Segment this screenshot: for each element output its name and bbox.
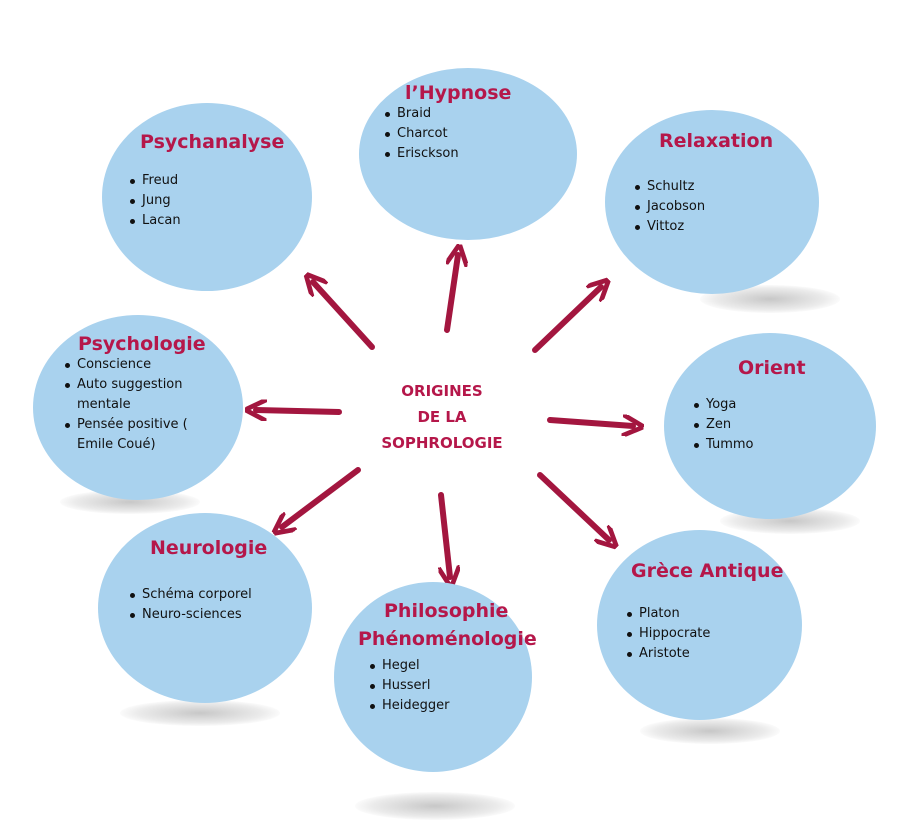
node-list: Braid Charcot Erisckson — [383, 104, 459, 164]
arrow-icon — [537, 472, 609, 540]
node-title: Philosophie — [384, 600, 509, 622]
node-neurologie: Neurologie Schéma corporel Neuro-science… — [98, 513, 312, 703]
list-item: Yoga — [692, 395, 754, 415]
list-item: Neuro-sciences — [128, 605, 252, 625]
node-title: Phénoménologie — [358, 628, 537, 650]
arrow-icon — [282, 467, 361, 527]
center-title-line: SOPHROLOGIE — [381, 434, 503, 452]
arrow-icon — [438, 492, 450, 577]
node-title: Grèce Antique — [631, 560, 784, 582]
arrow-icon — [547, 420, 633, 426]
node-title: Relaxation — [659, 130, 774, 152]
node-title: Neurologie — [150, 537, 268, 559]
list-item: Freud — [128, 171, 181, 191]
list-item: Auto suggestion mentale — [63, 375, 213, 415]
node-psychanalyse: Psychanalyse Freud Jung Lacan — [102, 103, 312, 291]
node-psychologie: Psychologie Conscience Auto suggestion m… — [33, 315, 243, 500]
list-item: Jacobson — [633, 197, 705, 217]
shadow-grece — [640, 718, 780, 744]
node-list: Schultz Jacobson Vittoz — [633, 177, 705, 237]
node-philosophie: Philosophie Phénoménologie Hegel Husserl… — [334, 582, 537, 772]
shadow-neurologie — [120, 700, 280, 726]
node-list: Hegel Husserl Heidegger — [368, 656, 449, 716]
node-hypnose: l’Hypnose Braid Charcot Erisckson — [359, 68, 577, 240]
list-item: Vittoz — [633, 217, 705, 237]
list-item: Conscience — [63, 355, 213, 375]
arrow-icon — [256, 410, 342, 412]
list-item: Aristote — [625, 644, 710, 664]
node-title: l’Hypnose — [405, 82, 512, 104]
list-item: Platon — [625, 604, 710, 624]
arrow-icon — [313, 282, 375, 350]
node-orient: Orient Yoga Zen Tummo — [664, 333, 876, 519]
arrow-icon — [532, 287, 601, 353]
node-title: Psychologie — [78, 333, 206, 355]
list-item: Lacan — [128, 211, 181, 231]
center-title-line: DE LA — [417, 408, 467, 426]
list-item: Tummo — [692, 435, 754, 455]
list-item: Heidegger — [368, 696, 449, 716]
node-grece-antique: Grèce Antique Platon Hippocrate Aristote — [597, 530, 802, 720]
node-list: Platon Hippocrate Aristote — [625, 604, 710, 664]
arrow-icon — [444, 255, 458, 333]
node-list: Freud Jung Lacan — [128, 171, 181, 231]
list-item: Charcot — [383, 124, 459, 144]
shadow-philosophie — [355, 792, 515, 820]
list-item: Erisckson — [383, 144, 459, 164]
node-relaxation: Relaxation Schultz Jacobson Vittoz — [605, 110, 819, 294]
node-title: Psychanalyse — [140, 131, 285, 153]
list-item: Husserl — [368, 676, 449, 696]
center-title: ORIGINES DE LA SOPHROLOGIE — [362, 378, 522, 456]
node-list: Yoga Zen Tummo — [692, 395, 754, 455]
node-list: Schéma corporel Neuro-sciences — [128, 585, 252, 625]
list-item: Braid — [383, 104, 459, 124]
list-item: Schéma corporel — [128, 585, 252, 605]
list-item: Pensée positive ( Emile Coué) — [63, 415, 213, 455]
node-list: Conscience Auto suggestion mentale Pensé… — [63, 355, 213, 455]
list-item: Schultz — [633, 177, 705, 197]
list-item: Hegel — [368, 656, 449, 676]
list-item: Hippocrate — [625, 624, 710, 644]
list-item: Zen — [692, 415, 754, 435]
center-title-line: ORIGINES — [401, 382, 483, 400]
node-title: Orient — [738, 357, 806, 379]
list-item: Jung — [128, 191, 181, 211]
